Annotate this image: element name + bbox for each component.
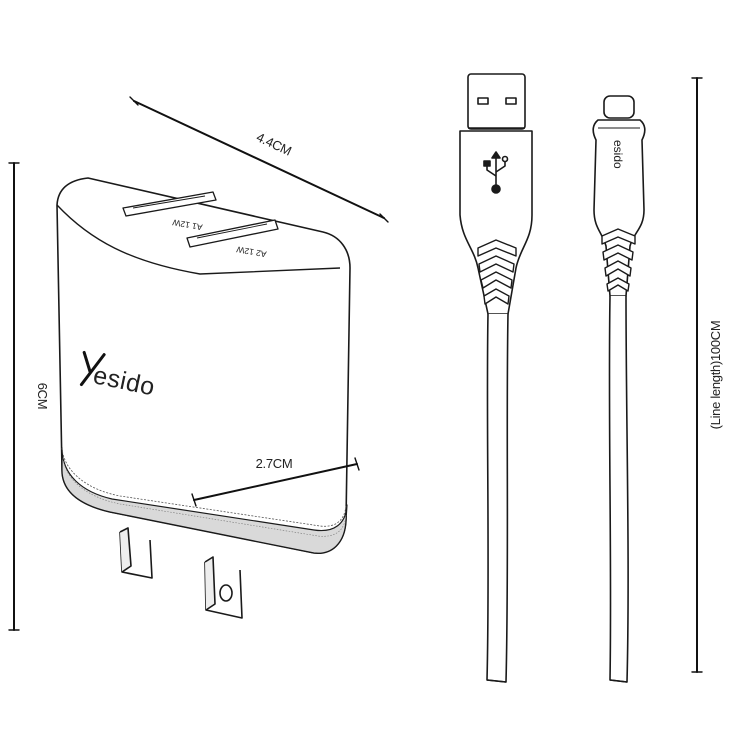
- brand-y-mark-icon: [79, 350, 106, 387]
- cable-wire-left: [486, 313, 509, 683]
- usb-a-connector: [467, 73, 526, 130]
- dim-line-depth: [193, 463, 358, 501]
- cable-wire-right: [608, 295, 629, 683]
- dim-label-width: 4.4CM: [254, 129, 294, 158]
- usb-port-a1: [122, 191, 217, 217]
- charger: [56, 177, 351, 619]
- dimension-lines: [8, 77, 703, 673]
- usb-cable: [459, 73, 646, 683]
- dim-line-width: [133, 100, 385, 219]
- charger-prong-right: [204, 556, 243, 619]
- dim-label-cable-length: (Line length)100CM: [708, 321, 723, 430]
- charger-base-band: [61, 447, 348, 554]
- charger-prong-left: [119, 527, 153, 579]
- usb-a-strain-relief: [477, 239, 517, 305]
- usb-c-strain-relief: [601, 228, 636, 292]
- usb-port-a2: [186, 219, 279, 248]
- dim-label-depth: 2.7CM: [256, 456, 293, 471]
- dim-label-height: 6CM: [35, 383, 50, 410]
- cable-brand-text: esido: [611, 140, 625, 169]
- usb-c-connector: [603, 95, 635, 119]
- usb-symbol-icon: [483, 151, 509, 194]
- cable-bottom-loop: [486, 679, 628, 683]
- charger-top-edge: [56, 204, 341, 275]
